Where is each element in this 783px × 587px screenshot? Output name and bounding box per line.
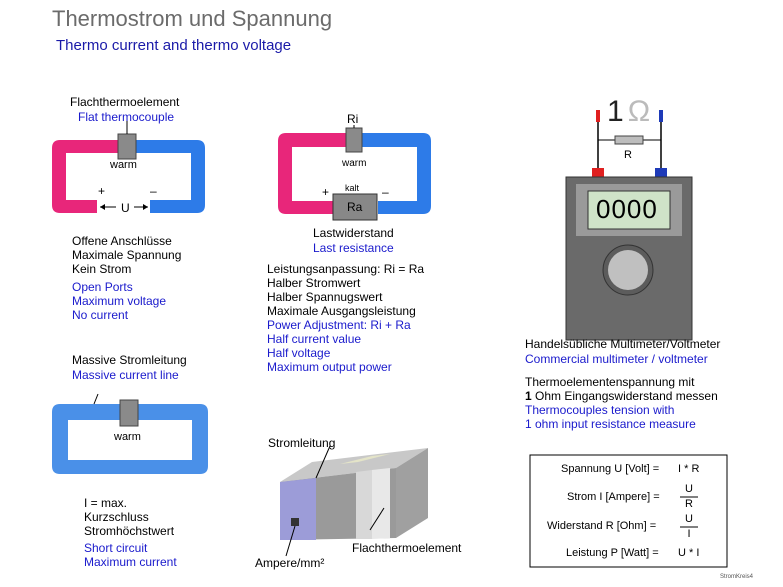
panel5-desc-en-0: Thermocouples tension with	[525, 403, 675, 417]
panel1-voltage-label: U	[121, 201, 130, 215]
panel2-ri-label: Ri	[347, 112, 359, 126]
panel1-line-en-1: Maximum voltage	[72, 294, 167, 308]
resistor-value: 1	[607, 95, 624, 128]
panel2-line-de-3: Maximale Ausgangsleistung	[267, 304, 416, 318]
short-circuit-loop	[52, 393, 208, 474]
formula-resistance-den: I	[687, 528, 691, 540]
panel2-line-en-0: Power Adjustment: Ri + Ra	[267, 318, 411, 332]
panel1-heading-de: Flachthermoelement	[70, 95, 180, 109]
formula-current-den: R	[685, 498, 693, 510]
formula-voltage-expr: I * R	[678, 463, 700, 475]
formula-current-label: Strom I [Ampere] =	[567, 491, 660, 503]
panel2-plus: +	[322, 185, 330, 199]
panel5-desc-de-1: Thermoelementenspannung mit	[525, 375, 695, 389]
panel2-line-en-3: Maximum output power	[267, 360, 392, 374]
formula-current-num: U	[685, 483, 693, 495]
multimeter-dial	[608, 250, 648, 290]
panel1-text-de: Offene Anschlüsse Maximale Spannung Kein…	[72, 234, 181, 276]
panel5-heading-en: Commercial multimeter / voltmeter	[525, 352, 708, 366]
panel4-label-stromleitung: Stromleitung	[268, 436, 336, 450]
current-line-bar-3d	[280, 445, 428, 557]
panel2-ra-label: Ra	[347, 200, 363, 214]
panel2-line-de-2: Halber Spannugswert	[267, 290, 383, 304]
panel2-line-en-1: Half current value	[267, 332, 362, 346]
multimeter-display	[587, 190, 671, 230]
panel1-warm-label: warm	[110, 159, 137, 171]
panel1-text-en: Open Ports Maximum voltage No current	[72, 280, 166, 322]
formula-resistance-label: Widerstand R [Ohm] =	[547, 520, 657, 532]
page-title: Thermostrom und Spannung	[52, 6, 333, 31]
page-subtitle: Thermo current and thermo voltage	[56, 37, 292, 54]
formula-resistance-num: U	[685, 513, 693, 525]
panel1-heading-en: Flat thermocouple	[78, 110, 175, 124]
panel2-heading-en: Last resistance	[313, 241, 394, 255]
panel2-text-de: Leistungsanpassung: Ri = Ra Halber Strom…	[267, 262, 424, 318]
panel2-warm-label: warm	[342, 158, 367, 169]
formula-power-label: Leistung P [Watt] =	[566, 547, 659, 559]
panel3-line-en-1: Maximum current	[84, 555, 177, 569]
panel4-label-ampere: Ampere/mm²	[255, 556, 325, 570]
panel3-heading-de: Massive Stromleitung	[72, 353, 187, 367]
panel1-line-de-2: Kein Strom	[72, 262, 132, 276]
panel5-heading-de: Handelsübliche Multimeter/Voltmeter	[525, 337, 721, 351]
ohm-icon: Ω	[627, 95, 651, 128]
panel5-desc-de-2-bold: 1	[525, 389, 532, 403]
multimeter-graphic	[565, 110, 693, 341]
panel1-line-en-0: Open Ports	[72, 280, 133, 294]
load-resistor-ra	[332, 193, 378, 221]
panel1-line-de-1: Maximale Spannung	[72, 248, 182, 262]
panel3-line-de-2: Stromhöchstwert	[84, 524, 175, 538]
footer-label: StromKreis4	[720, 574, 754, 580]
panel5-desc-en-1: 1 ohm input resistance measure	[525, 417, 696, 431]
open-thermocouple-loop	[52, 120, 205, 213]
panel3-warm-label: warm	[114, 431, 141, 443]
resistor-1-ohm	[614, 135, 644, 145]
panel2-line-en-2: Half voltage	[267, 346, 331, 360]
panel3-line-de-1: Kurzschluss	[84, 510, 149, 524]
panel3-heading-en: Massive current line	[72, 368, 179, 382]
resistor-r-label: R	[624, 149, 632, 161]
panel2-heading-de: Lastwiderstand	[313, 226, 394, 240]
panel4-label-flachthermoelement: Flachthermoelement	[352, 541, 462, 555]
panel2-kalt-label: kalt	[345, 183, 360, 193]
panel3-line-de-0: I = max.	[84, 496, 128, 510]
formula-power-expr: U * I	[678, 547, 700, 559]
panel1-plus: +	[98, 184, 106, 198]
panel1-line-en-2: No current	[72, 308, 129, 322]
panel2-line-de-1: Halber Stromwert	[267, 276, 361, 290]
formula-box	[529, 454, 728, 568]
panel5-desc-de-2-rest: Ohm Eingangswiderstand messen	[531, 389, 718, 403]
multimeter-display-value: 0000	[596, 194, 658, 224]
panel1-minus: –	[150, 184, 157, 198]
formula-voltage-label: Spannung U [Volt] =	[561, 463, 660, 475]
thermocouple-element-3	[119, 399, 139, 427]
panel2-text-en: Power Adjustment: Ri + Ra Half current v…	[267, 318, 411, 374]
panel3-line-en-0: Short circuit	[84, 541, 148, 555]
panel5-desc-de-2: 1 Ohm Eingangswiderstand messen	[525, 389, 718, 403]
panel2-line-de-0: Leistungsanpassung: Ri = Ra	[267, 262, 425, 276]
thermocouple-element-2	[345, 127, 363, 153]
panel1-line-de-0: Offene Anschlüsse	[72, 234, 172, 248]
thermocouple-element-1	[117, 133, 137, 160]
panel3-text-de: I = max. Kurzschluss Stromhöchstwert	[84, 496, 174, 538]
panel5-desc-en: Thermocouples tension with 1 ohm input r…	[525, 403, 696, 431]
panel3-text-en: Short circuit Maximum current	[84, 541, 177, 569]
loaded-thermocouple-loop	[278, 125, 431, 221]
panel2-minus: –	[382, 185, 389, 199]
